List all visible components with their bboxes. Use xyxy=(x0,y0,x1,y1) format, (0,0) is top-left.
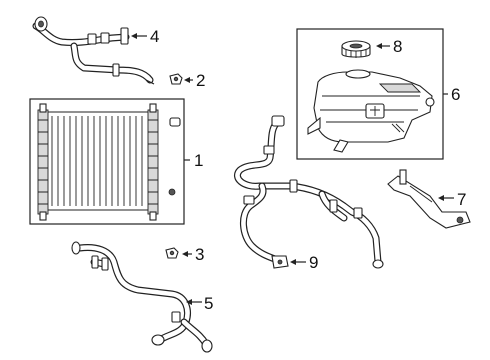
coolant-reservoir xyxy=(307,69,435,153)
callout-2: 2 xyxy=(184,71,205,90)
upper-radiator-hose xyxy=(32,16,155,85)
callout-8-label: 8 xyxy=(393,37,402,56)
callout-4: 4 xyxy=(131,27,159,46)
radiator-core-fins xyxy=(51,116,143,206)
callout-7-label: 7 xyxy=(457,190,466,209)
clip-part-2 xyxy=(169,73,183,85)
callout-3: 3 xyxy=(182,245,204,264)
callout-3-label: 3 xyxy=(195,245,204,264)
callout-6-label: 6 xyxy=(451,85,460,104)
callout-1: 1 xyxy=(184,151,203,170)
reservoir-bracket xyxy=(387,169,471,229)
callout-1-label: 1 xyxy=(194,151,203,170)
callout-7: 7 xyxy=(438,190,466,209)
overflow-hose xyxy=(234,115,384,269)
callout-5: 5 xyxy=(186,294,213,313)
clip-part-3 xyxy=(165,247,179,259)
reservoir-cap xyxy=(341,40,371,58)
callout-2-label: 2 xyxy=(196,71,205,90)
callout-9: 9 xyxy=(290,253,318,272)
callout-4-label: 4 xyxy=(150,27,159,46)
callout-5-label: 5 xyxy=(204,294,213,313)
lower-radiator-hose xyxy=(71,241,213,353)
callout-8: 8 xyxy=(376,37,402,56)
callout-6: 6 xyxy=(443,85,460,104)
radiator-assembly xyxy=(29,98,185,225)
callout-9-label: 9 xyxy=(309,253,318,272)
